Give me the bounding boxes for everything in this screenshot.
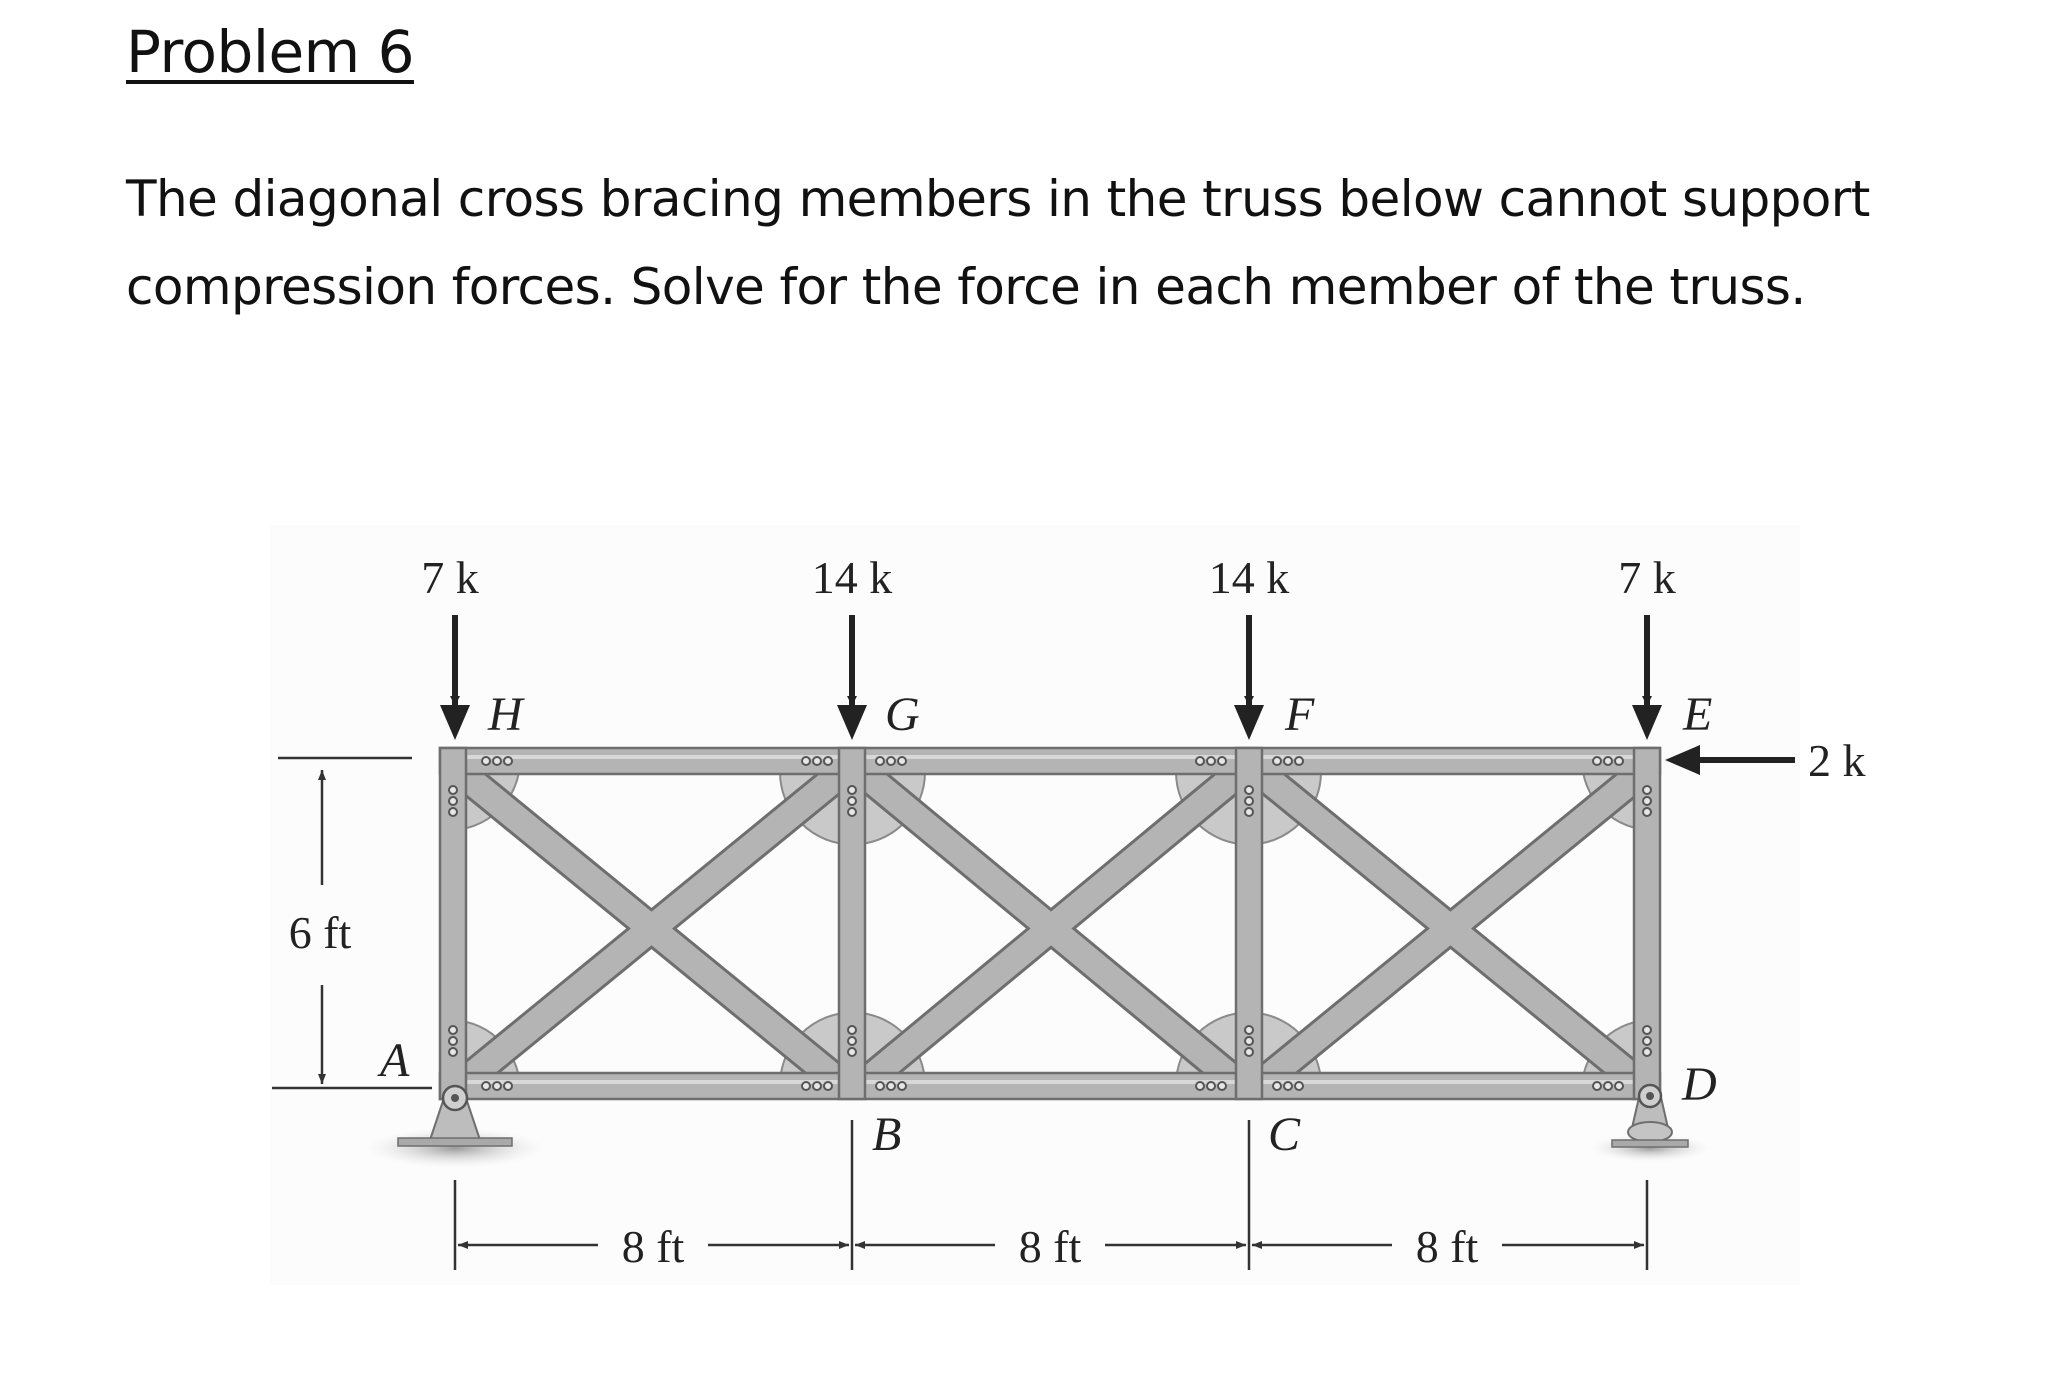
arrowhead-horizontal bbox=[1665, 745, 1700, 775]
member-HB bbox=[451, 761, 852, 1096]
bolt-clusters bbox=[448, 756, 1652, 1091]
statement-line-2: compression forces. Solve for the force … bbox=[126, 258, 1806, 316]
bottom-chord bbox=[438, 1071, 1662, 1101]
joint-label-A: A bbox=[377, 1034, 410, 1087]
horizontal-load-label: 2 k bbox=[1808, 735, 1866, 786]
joint-label-H: H bbox=[487, 688, 525, 741]
bolts-vertical-AH bbox=[448, 785, 458, 1057]
diagonal-members bbox=[449, 759, 1653, 1098]
span-label-CD: 8 ft bbox=[1416, 1221, 1479, 1272]
span-dimension bbox=[453, 1120, 1649, 1270]
statement-line-1: The diagonal cross bracing members in th… bbox=[126, 170, 1870, 228]
chord-members bbox=[438, 746, 1662, 1101]
joint-label-B: B bbox=[872, 1108, 901, 1161]
bolts-top-G bbox=[801, 756, 907, 766]
problem-title: Problem 6 bbox=[126, 18, 414, 86]
bolts-vertical-DE bbox=[1642, 785, 1652, 1057]
bolts-bottom-A bbox=[481, 1081, 513, 1091]
arrowhead-G bbox=[837, 705, 867, 740]
member-FD bbox=[1250, 761, 1651, 1096]
member-GC bbox=[853, 761, 1249, 1096]
bolts-top-F bbox=[1195, 756, 1304, 766]
height-label: 6 ft bbox=[289, 907, 352, 958]
bolts-vertical-BG bbox=[847, 785, 857, 1057]
load-label-G: 14 k bbox=[812, 552, 893, 603]
joint-label-E: E bbox=[1682, 688, 1712, 741]
vertical-members bbox=[438, 746, 1662, 1101]
joint-label-F: F bbox=[1284, 688, 1315, 741]
bolts-bottom-C bbox=[1195, 1081, 1304, 1091]
load-label-F: 14 k bbox=[1209, 552, 1290, 603]
bolts-vertical-CF bbox=[1244, 785, 1254, 1057]
joint-label-D: D bbox=[1681, 1058, 1717, 1111]
problem-statement: The diagonal cross bracing members in th… bbox=[126, 155, 1986, 331]
arrowhead-H bbox=[440, 705, 470, 740]
bolts-bottom-D bbox=[1592, 1081, 1624, 1091]
arrowhead-F bbox=[1234, 705, 1264, 740]
arrowhead-E bbox=[1632, 705, 1662, 740]
bolts-bottom-B bbox=[801, 1081, 907, 1091]
load-label-E: 7 k bbox=[1618, 552, 1676, 603]
load-arrows bbox=[450, 615, 1795, 765]
support-roller-D bbox=[1590, 1083, 1710, 1162]
span-label-BC: 8 ft bbox=[1019, 1221, 1082, 1272]
top-chord bbox=[438, 746, 1662, 776]
height-dimension bbox=[272, 756, 432, 1090]
bolts-top-E bbox=[1592, 756, 1624, 766]
joint-label-G: G bbox=[885, 688, 920, 741]
bolts-top-H bbox=[481, 756, 513, 766]
joint-label-C: C bbox=[1268, 1108, 1301, 1161]
span-label-AB: 8 ft bbox=[622, 1221, 685, 1272]
load-label-H: 7 k bbox=[421, 552, 479, 603]
support-pin-A bbox=[365, 1084, 545, 1168]
